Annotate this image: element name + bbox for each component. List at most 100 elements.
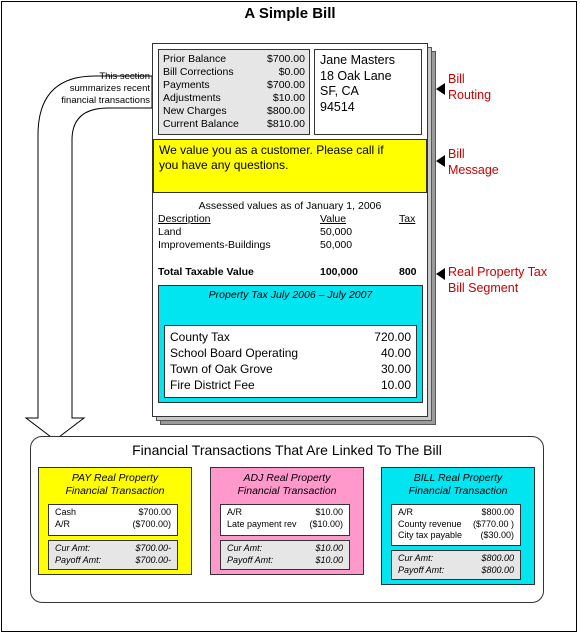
transaction-amount-label: Cur Amt: bbox=[227, 543, 263, 553]
message-line: you have any questions. bbox=[159, 158, 289, 172]
assess-row-value: 50,000 bbox=[320, 239, 353, 251]
summary-value: $700.00 bbox=[267, 79, 305, 91]
transaction-line: A/R($700.00) bbox=[55, 519, 171, 531]
total-label: Total Taxable Value bbox=[158, 266, 254, 278]
transaction-title-line: Financial Transaction bbox=[408, 485, 508, 497]
summary-note-line: This section bbox=[99, 71, 150, 82]
transaction-line-label: Late payment rev bbox=[227, 518, 297, 529]
assess-row-desc: Improvements-Buildings bbox=[158, 239, 271, 251]
pointer-arrow-icon bbox=[436, 83, 445, 95]
summary-value: $0.00 bbox=[278, 66, 305, 78]
tax-amount: 720.00 bbox=[374, 330, 411, 344]
transaction-amount-label: Cur Amt: bbox=[55, 543, 91, 553]
col-description: Description bbox=[158, 213, 211, 225]
summary-value: $700.00 bbox=[267, 53, 305, 65]
transaction-line-value: ($30.00) bbox=[480, 530, 514, 540]
transaction-title-line: BILL Real Property bbox=[413, 472, 503, 484]
pointer-arrow-icon bbox=[436, 268, 445, 280]
transaction-amount-row: Cur Amt: $10.00 bbox=[227, 543, 343, 555]
tax-row: Fire District Fee 10.00 bbox=[170, 377, 411, 393]
property-tax-title: Property Tax July 2006 – July 2007 bbox=[208, 289, 373, 301]
label-bill-routing: Bill Routing bbox=[448, 71, 491, 103]
transaction-amount-label: Payoff Amt: bbox=[398, 564, 445, 575]
transaction-line: A/R $800.00 bbox=[398, 507, 514, 519]
tax-label: County Tax bbox=[170, 330, 230, 344]
summary-row: Bill Corrections $0.00 bbox=[163, 66, 305, 79]
summary-row: Current Balance$810.00 bbox=[163, 118, 305, 131]
transaction-amount-value: $700.00- bbox=[135, 543, 171, 553]
label-bill-segment: Real Property Tax Bill Segment bbox=[448, 264, 547, 296]
tax-label: Town of Oak Grove bbox=[170, 362, 273, 376]
transaction-line-label: City tax payable bbox=[398, 530, 463, 540]
transaction-line-value: $800.00 bbox=[481, 507, 514, 517]
summary-label: Prior Balance bbox=[163, 53, 227, 65]
transaction-line: A/R$10.00 bbox=[227, 507, 343, 519]
transaction-line-label: County revenue bbox=[398, 518, 462, 529]
address-street: 18 Oak Lane bbox=[320, 68, 392, 83]
total-value: 100,000 bbox=[320, 266, 358, 278]
summary-note-line: summarizes recent bbox=[69, 83, 150, 94]
tax-amount: 40.00 bbox=[380, 346, 411, 360]
summary-value: $10.00 bbox=[272, 92, 305, 104]
transaction-line-label: Cash bbox=[55, 507, 77, 517]
transaction-line-value: $700.00 bbox=[138, 507, 171, 517]
transaction-title-line: ADJ Real Property bbox=[243, 472, 331, 484]
transaction-line-value: ($10.00) bbox=[309, 518, 343, 529]
assess-row-desc: Land bbox=[158, 226, 182, 238]
transaction-amount-value: $800.00 bbox=[481, 564, 514, 575]
transaction-title-line: PAY Real Property bbox=[71, 472, 159, 484]
transaction-title-line: Financial Transaction bbox=[65, 485, 165, 497]
assessment-heading: Assessed values as of January 1, 2006 bbox=[198, 200, 382, 212]
transaction-amount-value: $10.00 bbox=[315, 543, 343, 553]
transaction-amount-row: Cur Amt: $700.00- bbox=[55, 543, 171, 555]
tax-amount: 30.00 bbox=[380, 362, 411, 376]
address-zip: 94514 bbox=[320, 99, 355, 114]
pointer-arrow-icon bbox=[436, 155, 445, 167]
transaction-line-label: A/R bbox=[227, 507, 243, 517]
summary-label: Bill Corrections bbox=[163, 66, 234, 78]
transaction-line: City tax payable ($30.00) bbox=[398, 530, 514, 542]
transaction-amount-value: $700.00- bbox=[135, 554, 171, 565]
transaction-amount-row: Cur Amt:$800.00 bbox=[398, 553, 514, 565]
tax-amount: 10.00 bbox=[380, 378, 411, 392]
transaction-line: Late payment rev ($10.00) bbox=[227, 519, 343, 531]
transaction-amounts: Cur Amt: $700.00- Payoff Amt: $700.00- bbox=[48, 540, 178, 570]
summary-row: Adjustments $10.00 bbox=[163, 92, 305, 105]
label-line: Real Property Tax bbox=[448, 265, 548, 279]
assess-row-value: 50,000 bbox=[320, 226, 353, 238]
transaction-amount-label: Payoff Amt: bbox=[55, 554, 102, 565]
address-block: Jane Masters 18 Oak Lane SF, CA 94514 bbox=[314, 49, 422, 135]
transaction-line-value: ($770.00 ) bbox=[472, 518, 514, 529]
summary-label: Adjustments bbox=[163, 92, 221, 104]
summary-note-line: financial transactions bbox=[61, 95, 150, 106]
tax-label: Fire District Fee bbox=[170, 378, 255, 392]
label-line: Bill bbox=[448, 147, 465, 161]
label-line: Routing bbox=[448, 88, 492, 102]
message-line: We value you as a customer. Please call … bbox=[159, 143, 384, 157]
transaction-amount-value: $10.00 bbox=[315, 554, 343, 565]
transaction-line: Cash $700.00 bbox=[55, 507, 171, 519]
transaction-line-label: A/R bbox=[398, 507, 414, 517]
transaction-amount-label: Cur Amt: bbox=[398, 553, 434, 563]
transaction-line-label: A/R bbox=[55, 518, 71, 529]
address-city: SF, CA bbox=[320, 84, 359, 98]
summary-label: New Charges bbox=[163, 105, 227, 117]
tax-row: County Tax 720.00 bbox=[170, 329, 411, 345]
summary-row: New Charges$800.00 bbox=[163, 105, 305, 118]
financial-heading: Financial Transactions That Are Linked T… bbox=[132, 442, 442, 458]
summary-row: Prior Balance $700.00 bbox=[163, 53, 305, 66]
